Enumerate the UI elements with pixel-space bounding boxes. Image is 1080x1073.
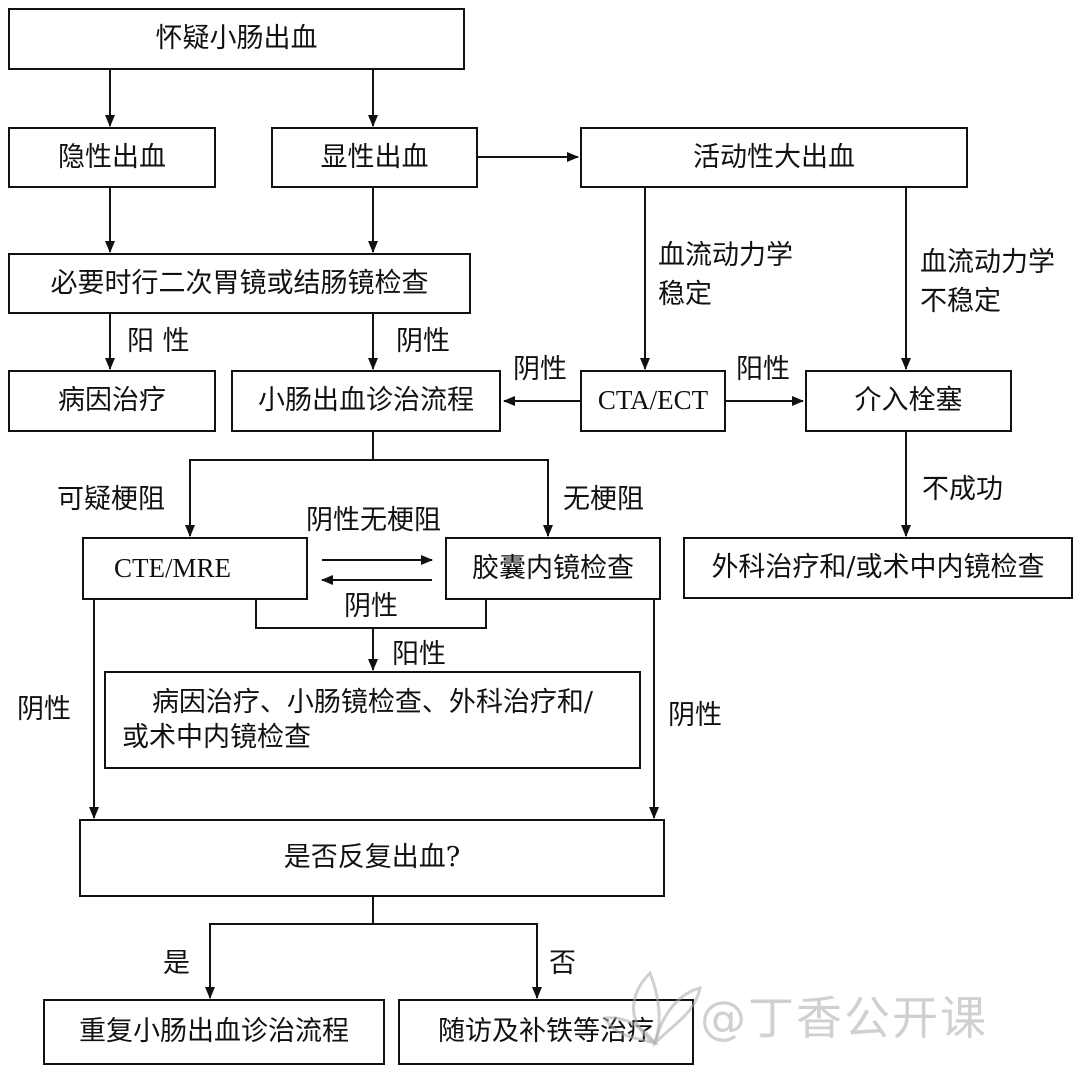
arrow-rebleed-no <box>373 923 542 999</box>
arrow-rebleed-yes <box>205 895 374 999</box>
node-rebleed: 是否反复出血? <box>79 819 665 897</box>
label-suspected-obstruction: 可疑梗阻 <box>57 484 165 515</box>
node-cte-mre-label: CTE/MRE <box>114 552 232 583</box>
node-massive-label: 活动性大出血 <box>693 141 855 173</box>
watermark-flower-icon <box>602 970 702 1048</box>
node-overt-label: 显性出血 <box>320 141 429 173</box>
label-negative-right: 阴性 <box>668 700 722 731</box>
node-treatment-options: 病因治疗、小肠镜检查、外科治疗和/ 或术中内镜检查 <box>104 671 641 769</box>
node-workup: 小肠出血诊治流程 <box>231 370 501 432</box>
label-stable-line2: 稳定 <box>658 279 712 310</box>
node-repeat-workup: 重复小肠出血诊治流程 <box>43 999 385 1065</box>
node-workup-label: 小肠出血诊治流程 <box>258 385 474 417</box>
node-treatment-options-line2: 或术中内镜检查 <box>122 722 311 753</box>
label-negative-back: 阴性 <box>344 591 398 622</box>
node-etiology-treatment-label: 病因治疗 <box>58 385 166 417</box>
node-capsule: 胶囊内镜检查 <box>445 537 661 600</box>
node-embolization-label: 介入栓塞 <box>854 385 963 417</box>
node-embolization: 介入栓塞 <box>805 370 1012 432</box>
label-no: 否 <box>549 948 576 979</box>
label-yes: 是 <box>163 948 190 979</box>
node-repeat-workup-label: 重复小肠出血诊治流程 <box>79 1016 349 1048</box>
node-repeat-endoscopy: 必要时行二次胃镜或结肠镜检查 <box>8 253 471 314</box>
node-cte-mre: CTE/MRE <box>82 537 308 600</box>
label-positive-2: 阳性 <box>392 639 446 670</box>
line-positive-merge <box>255 599 487 629</box>
label-failed: 不成功 <box>922 474 1003 505</box>
label-negative-no-obstruction: 阴性无梗阻 <box>306 505 441 536</box>
label-unstable-line1: 血流动力学 <box>920 247 1055 278</box>
node-suspect: 怀疑小肠出血 <box>8 8 465 70</box>
label-negative-cta: 阴性 <box>513 354 567 385</box>
node-suspect-label: 怀疑小肠出血 <box>155 23 318 55</box>
node-repeat-endoscopy-label: 必要时行二次胃镜或结肠镜检查 <box>50 267 429 299</box>
node-surgery-label: 外科治疗和/或术中内镜检查 <box>711 552 1045 584</box>
arrow-workup-cte <box>185 431 374 537</box>
node-cta-ect: CTA/ECT <box>580 370 726 432</box>
label-no-obstruction: 无梗阻 <box>563 484 644 515</box>
node-surgery: 外科治疗和/或术中内镜检查 <box>683 537 1073 599</box>
label-stable-line1: 血流动力学 <box>658 240 793 271</box>
node-overt: 显性出血 <box>271 127 478 188</box>
node-cta-ect-label: CTA/ECT <box>597 385 709 416</box>
node-treatment-options-line1: 病因治疗、小肠镜检查、外科治疗和/ <box>151 686 594 718</box>
node-occult: 隐性出血 <box>8 127 216 188</box>
label-negative-1: 阴性 <box>396 326 450 357</box>
label-negative-left: 阴性 <box>17 694 71 725</box>
arrow-workup-capsule <box>373 459 553 537</box>
node-occult-label: 隐性出血 <box>58 141 166 173</box>
node-massive: 活动性大出血 <box>580 127 968 188</box>
label-unstable-line2: 不稳定 <box>920 286 1001 317</box>
watermark-text: @丁香公开课 <box>700 991 988 1045</box>
node-etiology-treatment: 病因治疗 <box>8 370 216 432</box>
node-rebleed-label: 是否反复出血? <box>283 842 461 874</box>
label-positive-1: 阳 性 <box>127 326 190 357</box>
node-capsule-label: 胶囊内镜检查 <box>472 552 634 584</box>
label-positive-cta: 阳性 <box>736 354 790 385</box>
